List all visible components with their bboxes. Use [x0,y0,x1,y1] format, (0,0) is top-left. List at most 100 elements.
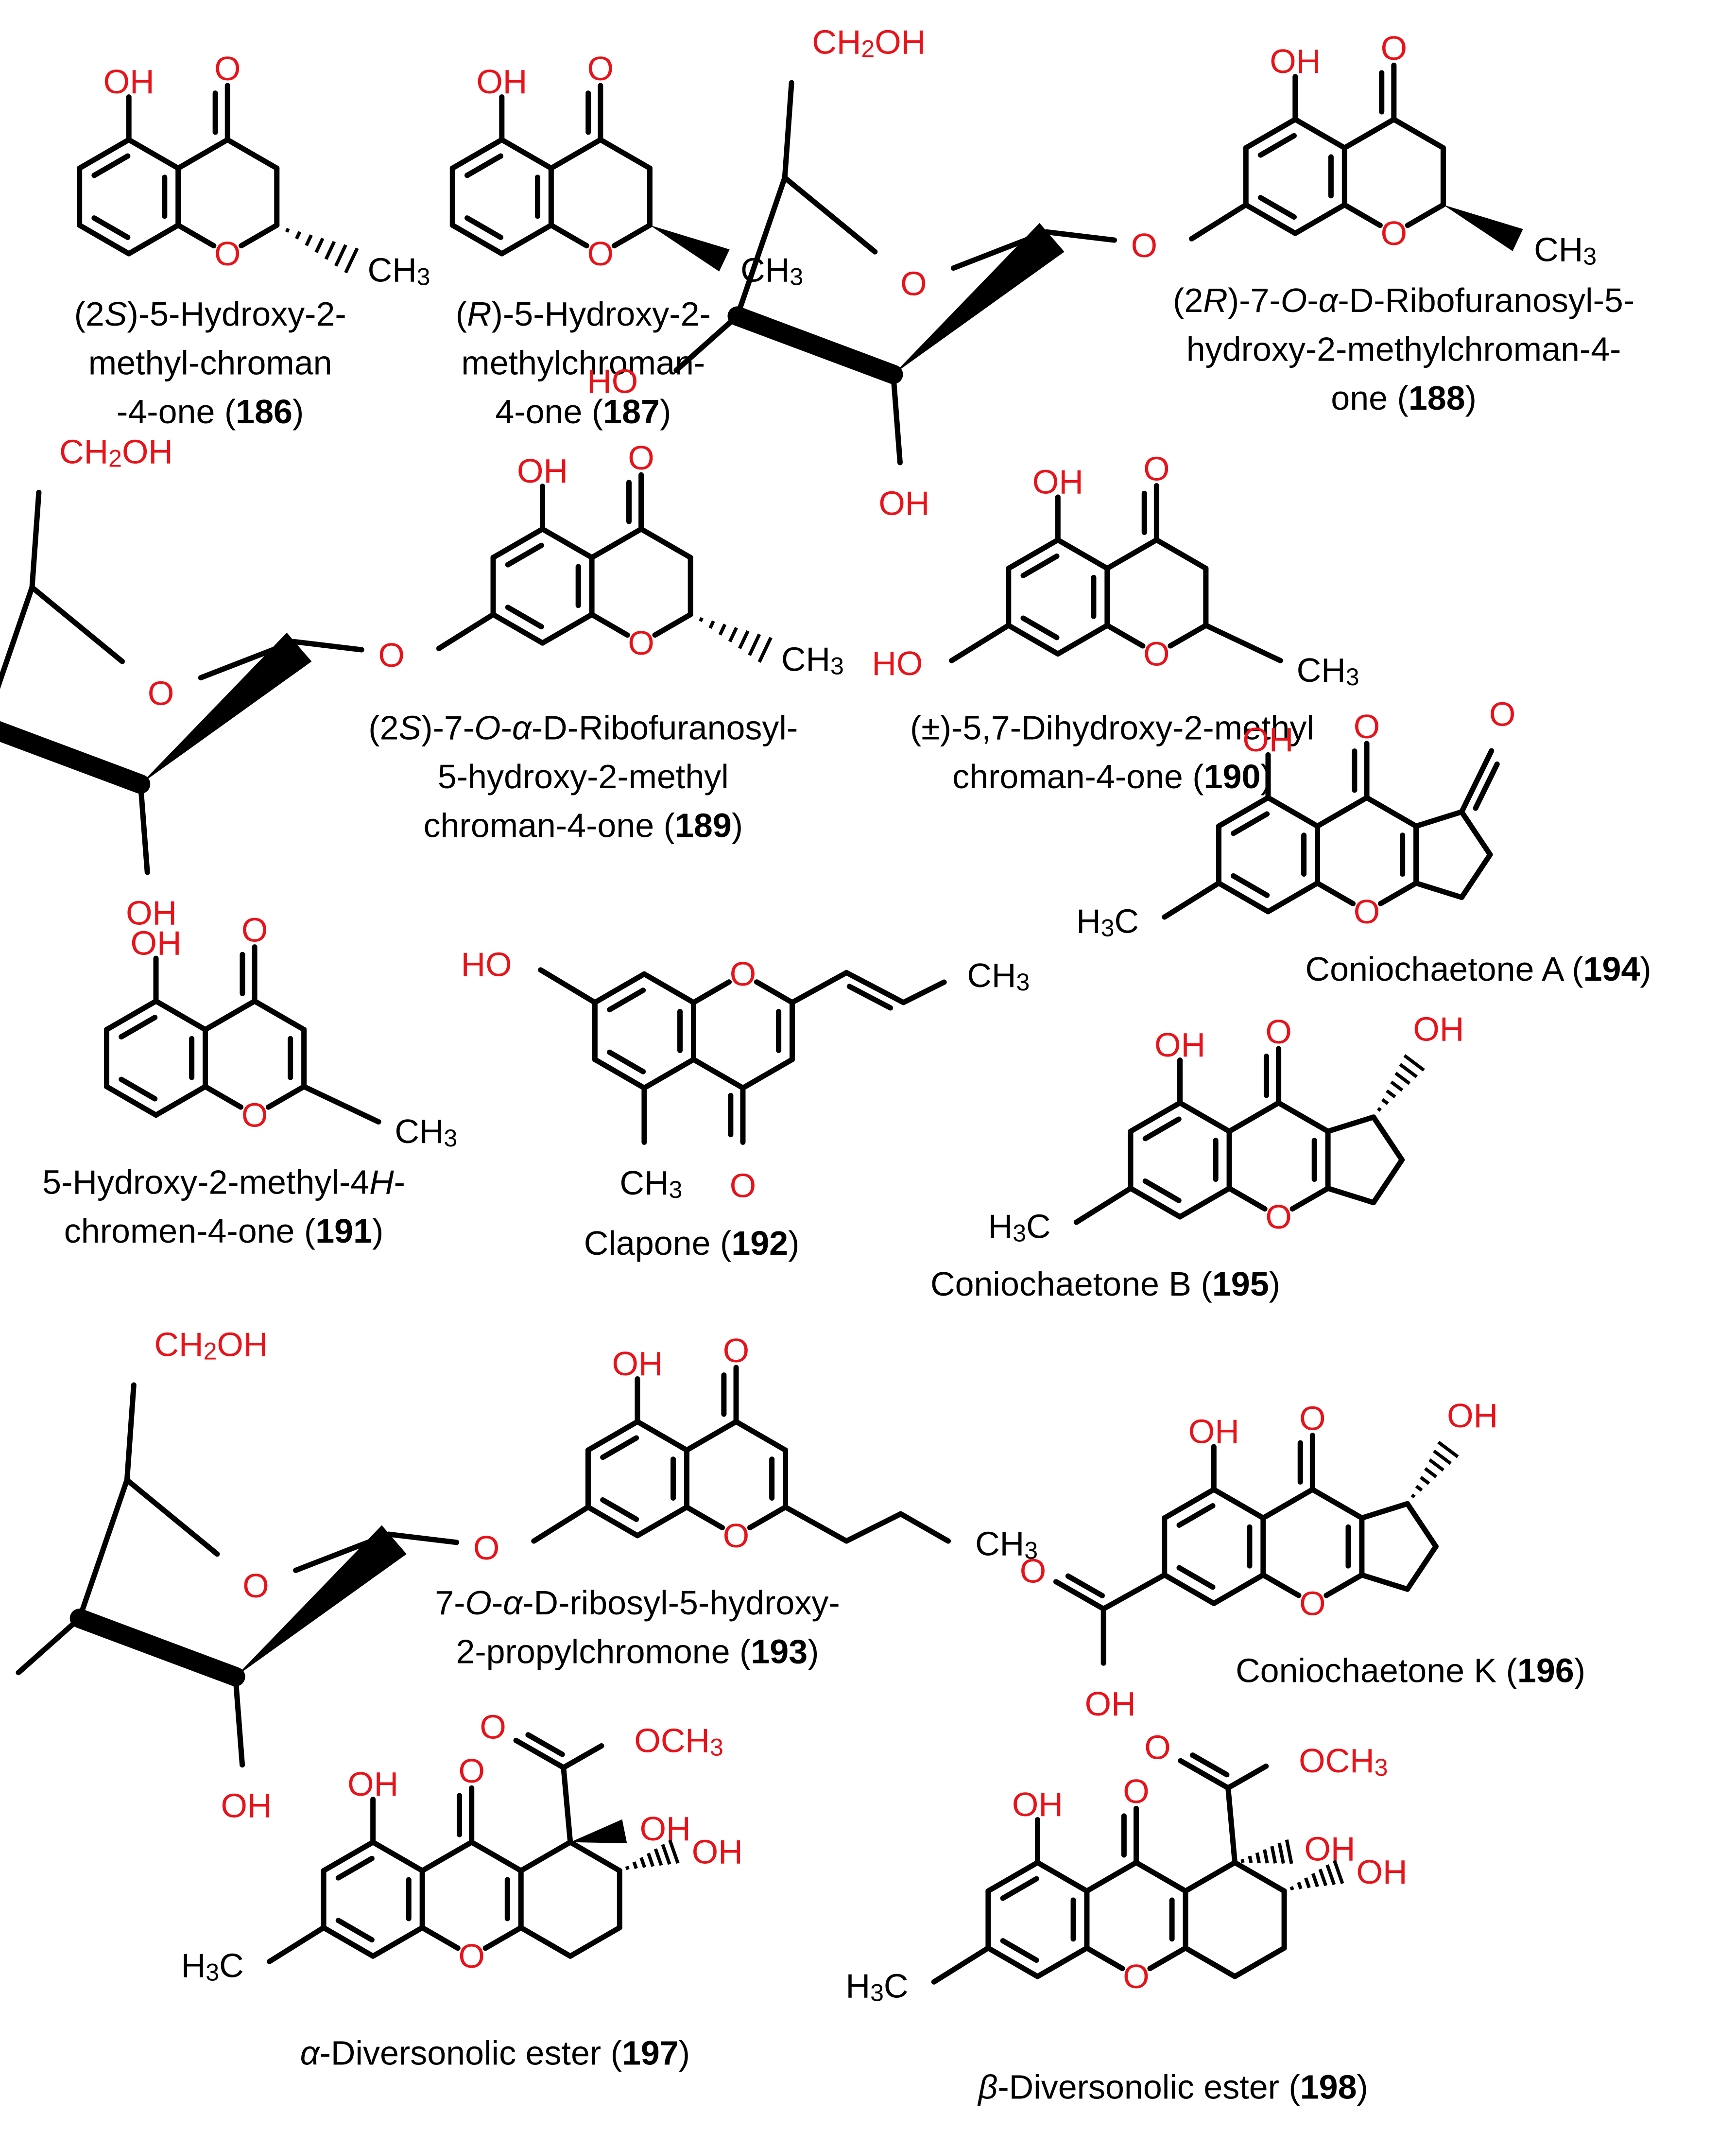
compound-186: OOOHCH3​(2S)-5-Hydroxy-2-methyl-chroman-… [74,50,430,431]
atom-label: H3​C [1076,902,1139,941]
bond [1183,1860,1238,1894]
atom-label: CH2​OH [59,433,173,472]
bond [203,1084,244,1110]
caption-line: Coniochaetone B (195) [930,1265,1280,1303]
atom-label: CH2​OH [812,23,926,63]
hash-bond [344,247,359,274]
bond [1225,1785,1238,1866]
hash-bond [653,1848,663,1866]
bond [1325,1114,1376,1134]
bond [607,987,646,1013]
hash-bond [1318,1869,1328,1887]
bond [1183,1945,1238,1979]
bond [77,137,132,171]
bond [1377,880,1419,906]
bond [1176,1565,1216,1590]
caption-line: Clapone (192) [584,1224,800,1262]
bold-bond [727,306,903,384]
atom-label: HO [587,362,638,400]
hash-bond [1381,1098,1389,1105]
atom-label: OH [1188,1412,1239,1450]
bond [607,1049,646,1074]
bond [1405,202,1446,228]
bond [585,1504,640,1539]
atom-label: O [480,1708,506,1746]
bond [505,605,544,630]
caption-line: Coniochaetone A (194) [1306,950,1651,988]
bond [1341,202,1383,228]
bond [1104,623,1146,649]
atom-label: O [628,624,654,662]
bond [77,1477,130,1621]
atom-label: OH [476,63,527,101]
hash-bond [668,1839,680,1864]
compound-191: OOOHCH3​5-Hydroxy-2-methyl-4H-chromen-4-… [42,911,457,1250]
bond [1044,229,1117,243]
atom-label: OH [347,1765,398,1803]
atom-label: OH [221,1786,272,1824]
bond [1359,1572,1410,1592]
bond [1276,1100,1331,1134]
bond [1162,1487,1217,1521]
atom-label: O [1354,708,1380,745]
bond [684,1419,739,1453]
bond [600,1435,639,1460]
bond [782,175,878,255]
atom-label: O [458,1937,484,1975]
caption-line: methylchroman- [461,344,705,381]
bond [436,612,496,651]
bond [490,612,546,646]
wedge-bond [570,1819,627,1844]
bond [513,1737,567,1770]
bond [900,979,947,1005]
bond [1020,615,1060,641]
atom-label: OH [126,894,177,932]
hash-bond [708,620,715,629]
atom-label: O [1299,1399,1325,1437]
bond [518,1925,573,1959]
bond [153,998,208,1033]
atom-label: HO [872,644,923,682]
caption-line: (2S)-7-O-α-D-Ribofuranosyl- [368,709,798,746]
hash-bond [1289,1886,1294,1891]
atom-label: OH [517,452,568,490]
bond [91,153,131,178]
bond [1232,1945,1287,1979]
bond [1000,1876,1039,1901]
bond [540,612,595,646]
caption-line: (2R)-7-O-α-D-Ribofuranosyl-5- [1173,281,1634,319]
bond [734,175,788,319]
bond [740,1056,795,1091]
bond [598,137,653,171]
hash-bond [1263,1849,1269,1864]
bond [301,1084,381,1125]
bond [1178,1758,1231,1791]
bond [1190,1752,1230,1778]
bond [1260,1487,1315,1521]
wedge-bond [1443,205,1523,251]
atom-label: O [241,911,268,949]
bond [843,1511,904,1544]
bond [1265,795,1320,829]
bond [1055,623,1110,657]
bond [1162,1572,1217,1606]
atom-label: O [1123,1772,1149,1810]
bond [138,781,150,875]
bond [641,971,696,1005]
hash-bond [1311,1873,1319,1888]
hash-bond [1419,1476,1430,1485]
hash-bond [1255,1852,1261,1864]
bond [0,585,35,689]
atom-label: CH2​OH [154,1325,268,1365]
hash-bond [757,637,773,663]
atom-label: H3​C [988,1207,1051,1247]
caption-line: chromen-4-one (191) [64,1212,384,1250]
bond [321,1839,376,1873]
bond [1260,1572,1302,1598]
hash-bond [1297,1882,1303,1889]
bond [499,137,554,171]
atom-label: OH [1242,721,1293,759]
bond [782,80,794,181]
atom-label: O [1123,1957,1149,1995]
